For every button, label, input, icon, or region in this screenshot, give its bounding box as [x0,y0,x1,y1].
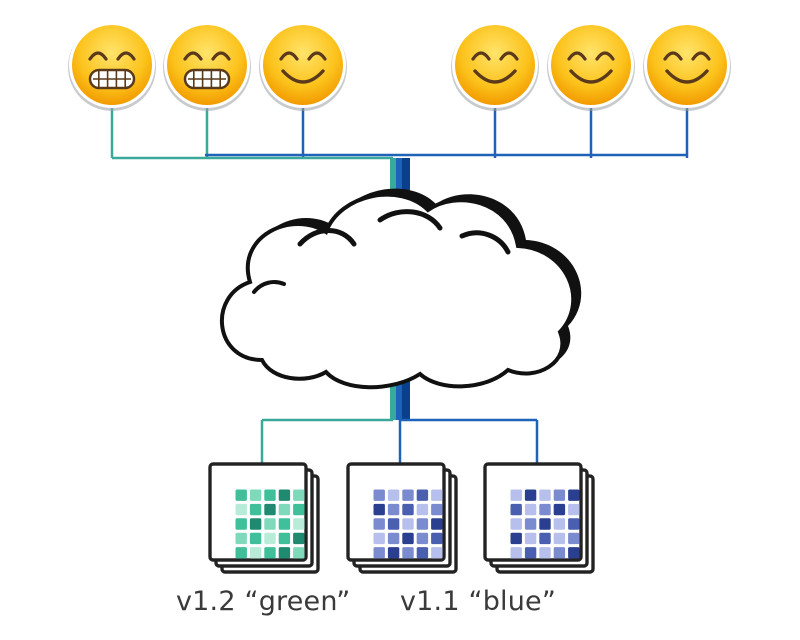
service-connections [260,418,539,474]
service-tile [568,489,580,501]
service-tile [293,518,305,530]
smiley-face-icon [451,22,539,111]
service-tile [387,532,400,545]
service-tile [402,547,414,559]
service-tile [431,547,443,559]
service-tile [553,532,566,545]
service-tile [264,489,276,501]
service-tile [553,547,566,559]
lower-trunk [390,368,410,420]
service-tile [249,518,262,530]
service-tile [387,489,400,501]
service-tile [264,503,276,516]
service-tile [510,489,522,501]
users-row [68,22,731,111]
service-tile [278,547,291,559]
service-tile [402,489,414,501]
service-tile [235,532,247,545]
service-tile [402,532,414,545]
service-tile [249,489,262,501]
service-tile [553,518,566,530]
service-tile [568,518,580,530]
service-tile [568,503,580,516]
server-stack-icon [208,462,320,574]
service-tile [278,518,291,530]
blue-version-label: v1.1 “blue” [400,586,557,617]
service-tile [293,532,305,545]
service-tile [431,532,443,545]
service-tile [553,503,566,516]
service-tile [278,489,291,501]
server-stack-icon [483,462,595,574]
services-row [208,462,595,574]
service-tile [539,518,551,530]
service-tile [416,503,429,516]
service-tile [387,503,400,516]
service-tile [235,489,247,501]
user-connections [110,105,689,160]
service-tile [402,518,414,530]
service-tile [293,547,305,559]
service-tile [524,489,537,501]
service-tile [431,518,443,530]
service-tile [293,489,305,501]
service-tile [568,547,580,559]
service-tile [510,547,522,559]
service-tile [235,547,247,559]
service-tile [510,532,522,545]
cloud-icon [219,188,582,390]
service-tile [264,547,276,559]
smiley-face-icon [68,22,156,111]
smiley-face-icon [163,22,251,111]
service-tile [539,532,551,545]
service-tile [402,503,414,516]
service-tile [249,503,262,516]
service-tile [373,489,385,501]
service-tile [568,532,580,545]
service-tile [539,547,551,559]
service-tile [416,547,429,559]
service-tile [524,547,537,559]
service-tile [387,518,400,530]
service-tile [524,532,537,545]
service-tile [524,518,537,530]
service-tile [431,503,443,516]
service-tile [510,518,522,530]
service-tile [373,547,385,559]
service-tile [387,547,400,559]
service-tile [373,503,385,516]
service-tile [278,503,291,516]
service-tile [373,532,385,545]
smiley-face-icon [259,22,347,111]
smiley-face-icon [643,22,731,111]
service-tile [524,503,537,516]
smiley-face-icon [547,22,635,111]
service-tile [373,518,385,530]
service-tile [278,532,291,545]
service-tile [539,503,551,516]
service-tile [264,518,276,530]
service-tile [293,503,305,516]
service-tile [510,503,522,516]
service-tile [416,518,429,530]
service-tile [416,489,429,501]
service-tile [416,532,429,545]
service-tile [553,489,566,501]
service-tile [431,489,443,501]
service-tile [539,489,551,501]
upper-trunk [390,158,410,216]
green-version-label: v1.2 “green” [176,586,351,617]
service-tile [249,532,262,545]
service-tile [235,518,247,530]
service-tile [235,503,247,516]
service-tile [264,532,276,545]
service-tile [249,547,262,559]
server-stack-icon [346,462,458,574]
